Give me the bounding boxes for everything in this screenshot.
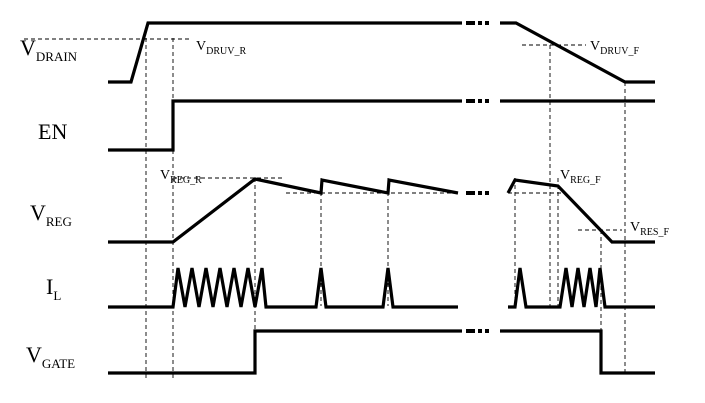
vres-f-label: VRES_F [630, 220, 669, 238]
signal-labels: VDRAIN EN VREG IL VGATE [20, 35, 78, 371]
break-dot [485, 21, 489, 25]
vgate-waveform-1 [108, 329, 462, 375]
break-dot [485, 191, 489, 195]
vreg-label: VREG [30, 200, 72, 229]
en-waveform-1 [108, 99, 462, 152]
dashed-reference-lines [24, 38, 626, 378]
break-dot [466, 21, 475, 25]
break-dot [478, 21, 482, 25]
break-dot [485, 99, 489, 103]
vgate-waveform-2 [500, 329, 655, 375]
vdruv-r-label: VDRUV_R [196, 39, 246, 57]
vreg-r-label: VREG_R [160, 168, 202, 186]
vdrain-label: VDRAIN [20, 35, 78, 64]
break-dot [466, 329, 475, 333]
break-dot [466, 191, 475, 195]
time-break-dots [466, 21, 489, 333]
break-dot [466, 99, 475, 103]
break-dot [478, 329, 482, 333]
break-dot [478, 99, 482, 103]
vdrain-waveform-2 [500, 21, 655, 84]
vreg-f-label: VREG_F [560, 168, 601, 186]
en-label: EN [38, 119, 67, 144]
vdruv-f-label: VDRUV_F [590, 39, 639, 57]
il-label: IL [46, 274, 61, 303]
il-waveform-2 [508, 267, 655, 309]
il-waveform-1 [108, 267, 458, 309]
vgate-label: VGATE [26, 342, 75, 371]
threshold-labels: VDRUV_R VDRUV_F VREG_R VREG_F VRES_F [160, 39, 669, 238]
vreg-waveform-2 [506, 178, 655, 244]
break-dot [478, 191, 482, 195]
vdrain-waveform-1 [108, 21, 462, 84]
vreg-waveform-1 [108, 177, 459, 244]
break-dot [485, 329, 489, 333]
waveforms [108, 21, 655, 375]
